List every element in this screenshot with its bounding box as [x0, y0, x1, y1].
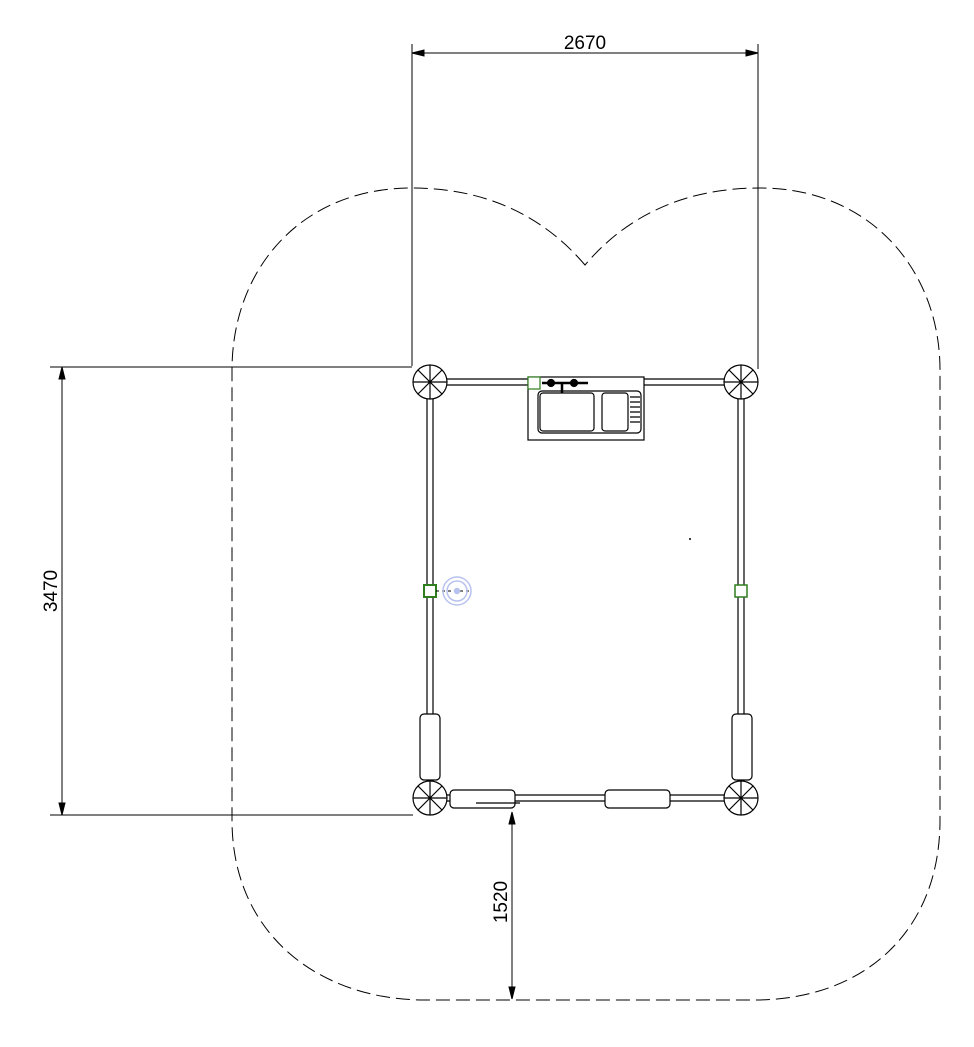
- width-dimension-label: 2670: [564, 33, 606, 54]
- post-icon: [412, 780, 448, 816]
- post-icon: [723, 780, 759, 816]
- width-dimension: [411, 44, 759, 369]
- grip-marker[interactable]: [734, 584, 748, 598]
- depth-dimension-label: 3470: [41, 570, 62, 612]
- bench-panels: [419, 713, 753, 809]
- depth-dimension: [50, 366, 413, 816]
- clearance-dimension-label: 1520: [491, 881, 512, 923]
- post-icon: [723, 364, 759, 400]
- grip-marker[interactable]: [423, 584, 437, 598]
- posts: [412, 364, 759, 816]
- post-icon: [412, 364, 448, 400]
- sink-unit: [527, 376, 645, 441]
- selection-target-icon[interactable]: [442, 576, 472, 606]
- center-point: [689, 538, 691, 540]
- clearance-dimension: [508, 811, 516, 1000]
- frame-rails: [426, 378, 745, 802]
- safety-zone-outline: [231, 187, 941, 1001]
